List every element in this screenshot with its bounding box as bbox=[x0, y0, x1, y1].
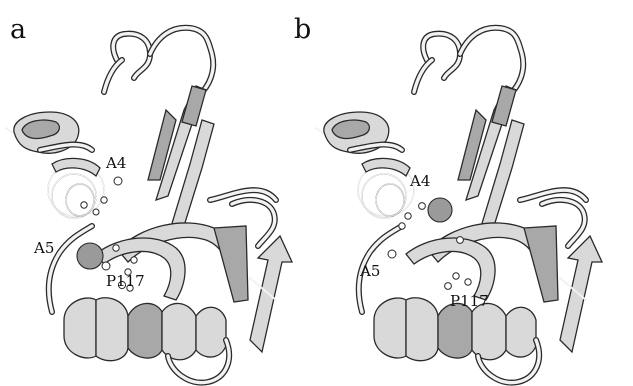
atom-a5-link-a bbox=[113, 245, 119, 251]
panel-letter-a: a bbox=[10, 14, 26, 45]
protein-ribbon-b bbox=[316, 28, 602, 383]
atom-a4-b-1 bbox=[419, 203, 426, 210]
protein-ribbon-a bbox=[6, 28, 292, 383]
atom-p117-b-2 bbox=[465, 279, 471, 285]
panel-b: b A4 A5 P117 bbox=[294, 14, 602, 383]
atom-a4-b-3 bbox=[399, 223, 405, 229]
panel-letter-b: b bbox=[294, 14, 311, 45]
atom-b-mid bbox=[457, 237, 464, 244]
residue-label-a5-a: A5 bbox=[33, 239, 54, 257]
atom-p117-b-3 bbox=[445, 283, 452, 290]
atom-p117-a-1 bbox=[131, 257, 137, 263]
residue-label-p117-b: P117 bbox=[450, 292, 489, 310]
atom-a4-b-2 bbox=[405, 213, 411, 219]
atom-helix-a-3 bbox=[93, 209, 99, 215]
atom-helix-a-2 bbox=[81, 202, 87, 208]
residue-label-a4-b: A4 bbox=[409, 172, 430, 190]
atom-p117-b-1 bbox=[453, 273, 459, 279]
sphere-a4-b bbox=[428, 198, 452, 222]
sphere-a5-a bbox=[77, 243, 103, 269]
residue-label-a4-a: A4 bbox=[105, 154, 126, 172]
residue-label-a5-b: A5 bbox=[359, 262, 380, 280]
atom-a5-a bbox=[102, 262, 110, 270]
atom-a5-b bbox=[388, 250, 396, 258]
atom-a4-a bbox=[114, 177, 122, 185]
residue-label-p117-a: P117 bbox=[106, 272, 145, 290]
panel-a: a A4 A5 P117 bbox=[6, 14, 292, 383]
atom-helix-a-1 bbox=[101, 197, 107, 203]
